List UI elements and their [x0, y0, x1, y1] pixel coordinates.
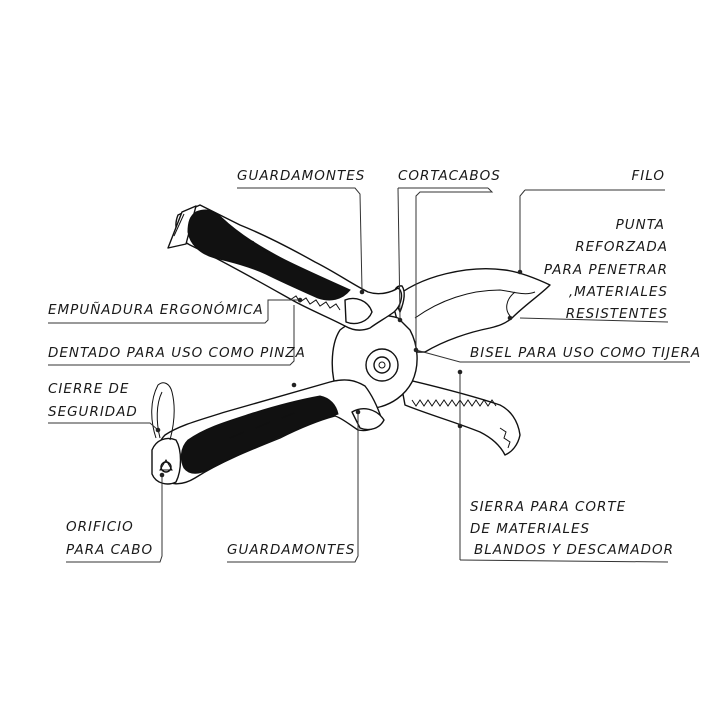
upper-handle-grip [187, 209, 351, 301]
label-punta-line-5: RESISTENTES [566, 306, 668, 322]
label-empunadura: EMPUÑADURA ERGONÓMICA [48, 300, 264, 318]
leader-lines [48, 187, 690, 563]
label-cierre-line-2: SEGURIDAD [48, 404, 138, 420]
label-sierra-line-1: SIERRA PARA CORTE [470, 499, 626, 515]
label-guardamontes-bottom: GUARDAMONTES [227, 542, 355, 558]
lower-handle-grip [180, 395, 339, 474]
label-punta-line-3: PARA PENETRAR [544, 262, 668, 278]
label-bisel: BISEL PARA USO COMO TIJERA [470, 345, 701, 361]
label-punta-line-2: REFORZADA [575, 239, 668, 255]
label-filo: FILO [632, 168, 665, 184]
label-guardamontes-top: GUARDAMONTES [237, 168, 365, 184]
leader-dots [155, 269, 523, 478]
label-sierra-line-2: DE MATERIALES [470, 521, 590, 537]
label-punta-line-1: PUNTA [616, 217, 665, 233]
label-punta-line-4: ,MATERIALES [569, 284, 668, 300]
labels: GUARDAMONTES CORTACABOS FILO PUNTA REFOR… [48, 168, 701, 558]
label-cierre-line-1: CIERRE DE [48, 381, 129, 397]
upper-blade [391, 268, 551, 353]
label-sierra-line-3: BLANDOS Y DESCAMADOR [474, 542, 674, 558]
label-cortacabos: CORTACABOS [398, 168, 501, 184]
label-orificio-line-1: ORIFICIO [66, 519, 134, 535]
label-dentado: DENTADO PARA USO COMO PINZA [48, 345, 306, 361]
label-orificio-line-2: PARA CABO [66, 542, 153, 558]
serration-teeth [411, 399, 497, 407]
safety-lock-loop [151, 382, 175, 441]
